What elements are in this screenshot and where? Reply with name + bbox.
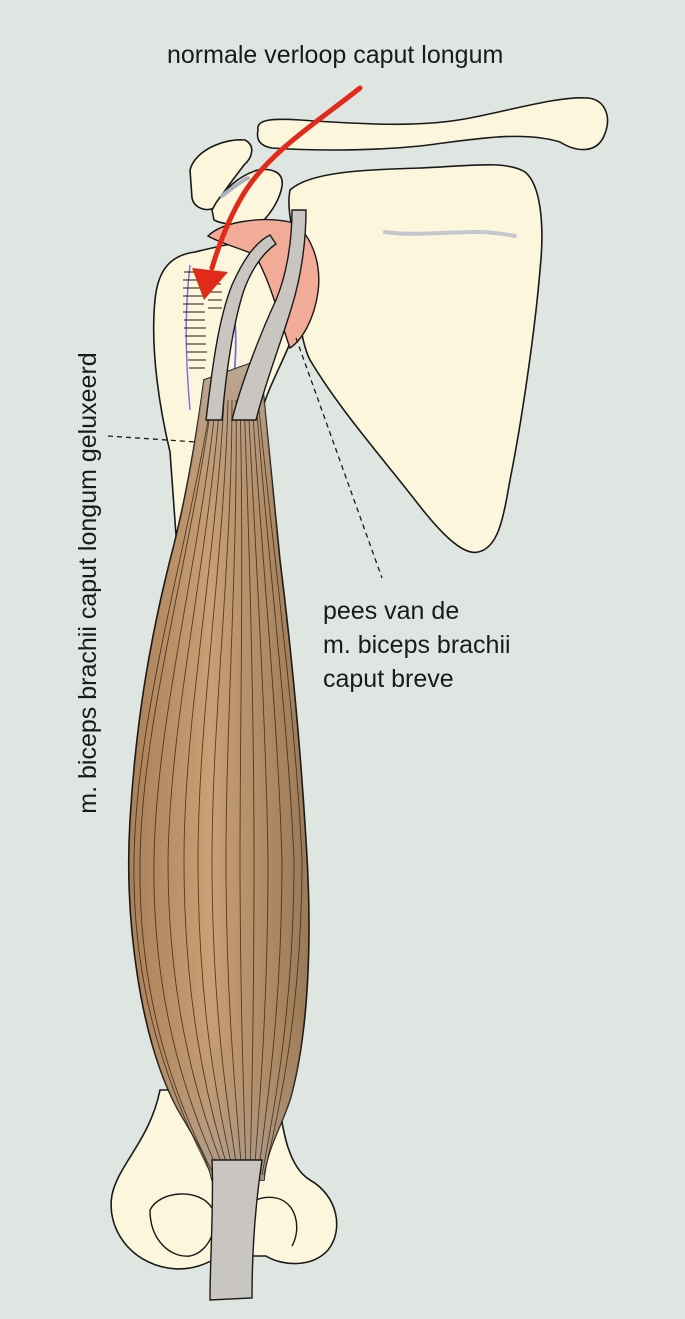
label-luxated-long-head: m. biceps brachii caput longum geluxeerd	[74, 352, 102, 814]
label-line: caput breve	[323, 665, 454, 693]
short-head-tendon	[231, 209, 307, 421]
muscle-fibres	[133, 399, 303, 1176]
acromion	[189, 139, 253, 211]
coracoid-highlight	[220, 176, 250, 198]
label-line: pees van de	[323, 597, 460, 625]
leader-line-luxated	[107, 435, 197, 443]
scapular-spine	[383, 229, 517, 238]
distal-tendon	[209, 1159, 263, 1301]
label-short-head-tendon: pees van de m. biceps brachii caput brev…	[323, 594, 511, 696]
normal-course-arrow-line	[209, 85, 363, 271]
label-normal-course: normale verloop caput longum	[167, 41, 504, 69]
label-line: m. biceps brachii	[323, 631, 511, 659]
leader-line-short-head	[295, 337, 383, 579]
long-head-tendon	[205, 234, 277, 421]
clavicle	[256, 96, 609, 151]
scapula	[288, 163, 543, 554]
normal-course-arrowhead	[192, 268, 228, 300]
